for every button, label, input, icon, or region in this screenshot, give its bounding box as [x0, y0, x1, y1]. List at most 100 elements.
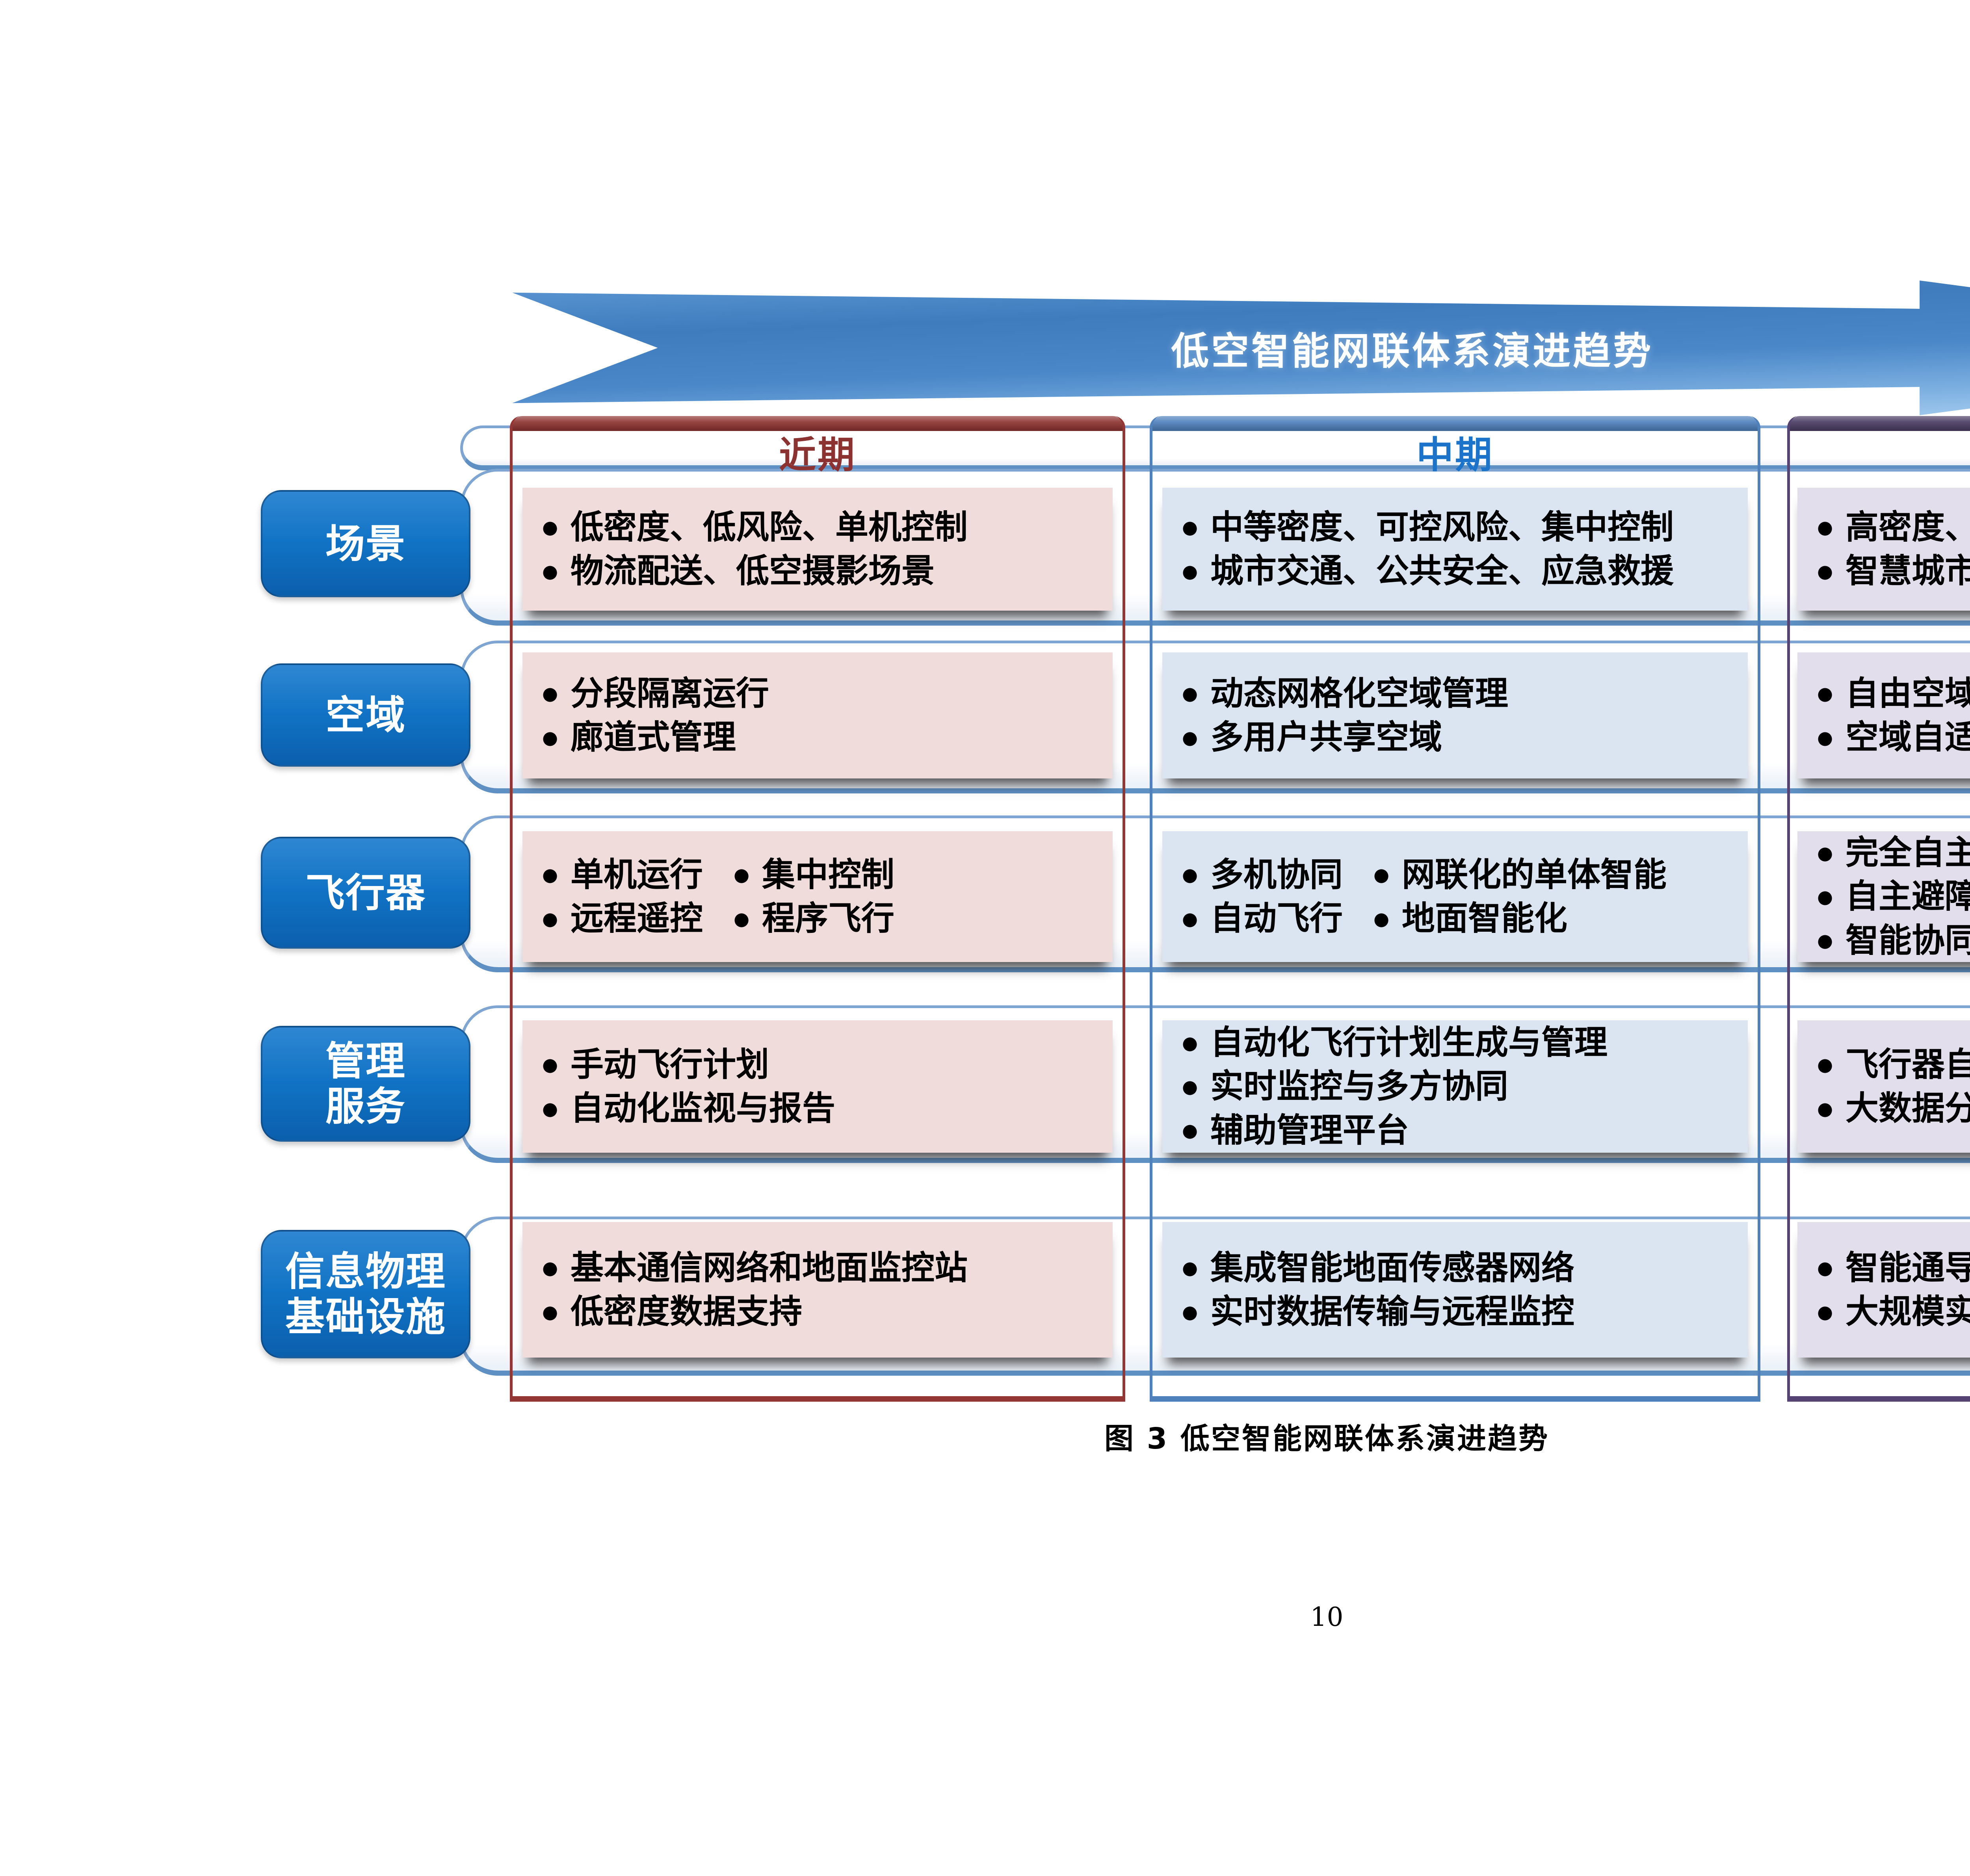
bullet-column: ● 飞行器自动认证 ●大数据分析调度: [1817, 1047, 1970, 1126]
cell-airspace-mid-term: ● 动态网格化空域管理 ● 多用户共享空域: [1162, 652, 1748, 778]
cell-scenario-long-term: ●高密度、大流量、分布控制●智慧城市、大规模物流、载人交通: [1797, 488, 1970, 611]
bullet-text: 自动化飞行计划生成与管理: [1210, 1023, 1608, 1062]
bullet-icon: ●: [1817, 886, 1833, 907]
bullet-item: ● 基本通信网络和地面监控站: [542, 1250, 968, 1285]
bullet-item: ●自动化监视与报告: [542, 1089, 836, 1127]
bullet-icon: ●: [1817, 726, 1833, 748]
row-label-scenario: 场景: [261, 490, 470, 597]
bullet-icon: ●: [1817, 1098, 1833, 1119]
bullet-text: 低密度数据支持: [571, 1292, 803, 1331]
bullet-icon: ●: [1182, 1076, 1198, 1097]
page-number: 10: [1310, 1602, 1344, 1632]
bullet-item: ●分段隔离运行: [542, 676, 769, 711]
bullet-text: 空域自适应共享: [1845, 718, 1970, 756]
bullet-item: ●集中控制: [734, 857, 894, 892]
column-box-near-term: [510, 416, 1125, 1402]
bullet-item: ● 城市交通、公共安全、应急救援: [1182, 552, 1674, 590]
bullet-text: 物流配送、低空摄影场景: [571, 552, 935, 590]
bullet-item: ●自由空域: [1817, 676, 1970, 711]
row-label-cyber-physical-infrastructure: 信息物理 基础设施: [261, 1230, 470, 1358]
bullet-text: 动态网格化空域管理: [1210, 674, 1509, 713]
bullet-text: 程序飞行: [762, 899, 895, 938]
bullet-icon: ●: [1817, 560, 1833, 582]
bullet-icon: ●: [1817, 683, 1833, 704]
bullet-icon: ●: [734, 908, 750, 929]
bullet-text: 实时监控与多方协同: [1210, 1067, 1509, 1106]
bullet-item: ●大数据分析调度: [1817, 1090, 1970, 1126]
column-header-long-term: 远期: [1787, 430, 1970, 474]
bullet-icon: ●: [1182, 683, 1198, 704]
bullet-item: ● 物流配送、低空摄影场景: [542, 552, 935, 590]
row-label-aircraft: 飞行器: [261, 837, 470, 949]
arrow-title: 低空智能网联体系演进趋势: [1171, 329, 1654, 373]
column-topbar-mid-term: [1152, 416, 1758, 431]
bullet-icon: ●: [1817, 1054, 1833, 1075]
bullet-columns: ●飞行器自动认证●大数据分析调度●AI自动化决策●智能管理平台: [1817, 1047, 1970, 1126]
row-label-management-service: 管理 服务: [261, 1026, 470, 1142]
bullet-icon: ●: [1817, 1301, 1833, 1322]
cell-airspace-near-term: ●分段隔离运行●廊道式管理: [522, 652, 1113, 778]
bullet-columns: ●单机运行 ● 远程遥控 ●集中控制 ● 程序飞行: [542, 857, 894, 936]
bullet-text: 自动化监视与报告: [571, 1089, 836, 1127]
bullet-item: ●网联化的单体智能: [1373, 857, 1667, 892]
bullet-text: 多用户共享空域: [1210, 718, 1442, 756]
bullet-text: 远程遥控: [571, 899, 703, 938]
bullet-item: ● 完全自主飞行: [1817, 835, 1970, 870]
bullet-text: 手动飞行计划: [571, 1045, 769, 1084]
bullet-icon: ●: [1182, 726, 1198, 748]
bullet-icon: ●: [1182, 1301, 1198, 1322]
bullet-column: ●集中控制 ● 程序飞行: [734, 857, 894, 936]
bullet-icon: ●: [1182, 516, 1198, 538]
row-label-airspace: 空域: [261, 663, 470, 767]
bullet-column: ●多机协同●自动飞行: [1182, 857, 1343, 936]
column-box-long-term: [1787, 416, 1970, 1402]
bullet-item: ●多机协同: [1182, 857, 1343, 892]
bullet-text: 单机运行: [571, 855, 703, 894]
bullet-icon: ●: [1373, 908, 1390, 929]
cell-aircraft-long-term: ● 完全自主飞行 ● 自主避障与环境感知 ●智能协同: [1797, 831, 1970, 962]
bullet-item: ● 实时数据传输与远程监控: [1182, 1294, 1574, 1329]
bullet-text: 完全自主飞行: [1845, 833, 1970, 872]
cell-cyber-physical-infrastructure-mid-term: ●集成智能地面传感器网络●实时数据传输与远程监控: [1162, 1222, 1748, 1358]
bullet-icon: ●: [542, 1257, 558, 1279]
bullet-item: ● 实时监控与多方协同: [1182, 1069, 1508, 1104]
bullet-icon: ●: [542, 516, 558, 538]
bullet-text: 中等密度、可控风险、集中控制: [1210, 507, 1674, 546]
bullet-item: ●大规模实时数据处理与分布式协同: [1817, 1294, 1970, 1329]
bullet-text: 自主避障与环境感知: [1845, 877, 1970, 916]
bullet-text: 集中控制: [762, 855, 895, 894]
bullet-item: ●自动化飞行计划生成与管理: [1182, 1025, 1608, 1060]
bullet-text: 多机协同: [1210, 855, 1343, 894]
bullet-icon: ●: [1182, 1120, 1198, 1141]
bullet-text: 城市交通、公共安全、应急救援: [1210, 552, 1674, 590]
bullet-text: 智能协同: [1845, 921, 1970, 960]
bullet-item: ● 中等密度、可控风险、集中控制: [1182, 507, 1674, 546]
cell-cyber-physical-infrastructure-near-term: ● 基本通信网络和地面监控站● 低密度数据支持: [522, 1222, 1113, 1358]
bullet-text: 基本通信网络和地面监控站: [571, 1248, 968, 1287]
bullet-item: ● 自主避障与环境感知: [1817, 879, 1970, 914]
bullet-text: 低密度、低风险、单机控制: [571, 507, 968, 546]
bullet-icon: ●: [1182, 908, 1198, 929]
bullet-item: ●地面智能化: [1373, 901, 1667, 936]
cell-management-service-mid-term: ●自动化飞行计划生成与管理 ● 实时监控与多方协同 ● 辅助管理平台: [1162, 1020, 1748, 1153]
bullet-icon: ●: [542, 560, 558, 582]
bullet-icon: ●: [1817, 842, 1833, 864]
bullet-item: ● 低密度、低风险、单机控制: [542, 507, 968, 546]
bullet-icon: ●: [1817, 516, 1833, 538]
bullet-item: ●单机运行: [542, 857, 703, 892]
bullet-item: ●智能通导监算基础设施: [1817, 1250, 1970, 1285]
column-header-near-term: 近期: [779, 434, 856, 477]
bullet-text: 飞行器自动认证: [1845, 1045, 1970, 1084]
bullet-text: 实时数据传输与远程监控: [1210, 1292, 1575, 1331]
bullet-item: ●智能协同: [1817, 923, 1970, 958]
bullet-item: ●高密度、大流量、分布控制: [1817, 509, 1970, 545]
cell-aircraft-mid-term: ●多机协同●自动飞行●网联化的单体智能●地面智能化: [1162, 831, 1748, 962]
bullet-icon: ●: [542, 1054, 558, 1075]
bullet-text: 网联化的单体智能: [1402, 855, 1667, 894]
bullet-text: 辅助管理平台: [1210, 1111, 1409, 1150]
bullet-text: 智慧城市、大规模物流、载人交通: [1845, 552, 1970, 590]
column-box-mid-term: [1150, 416, 1760, 1402]
bullet-icon: ●: [542, 908, 558, 929]
bullet-icon: ●: [1182, 560, 1198, 582]
